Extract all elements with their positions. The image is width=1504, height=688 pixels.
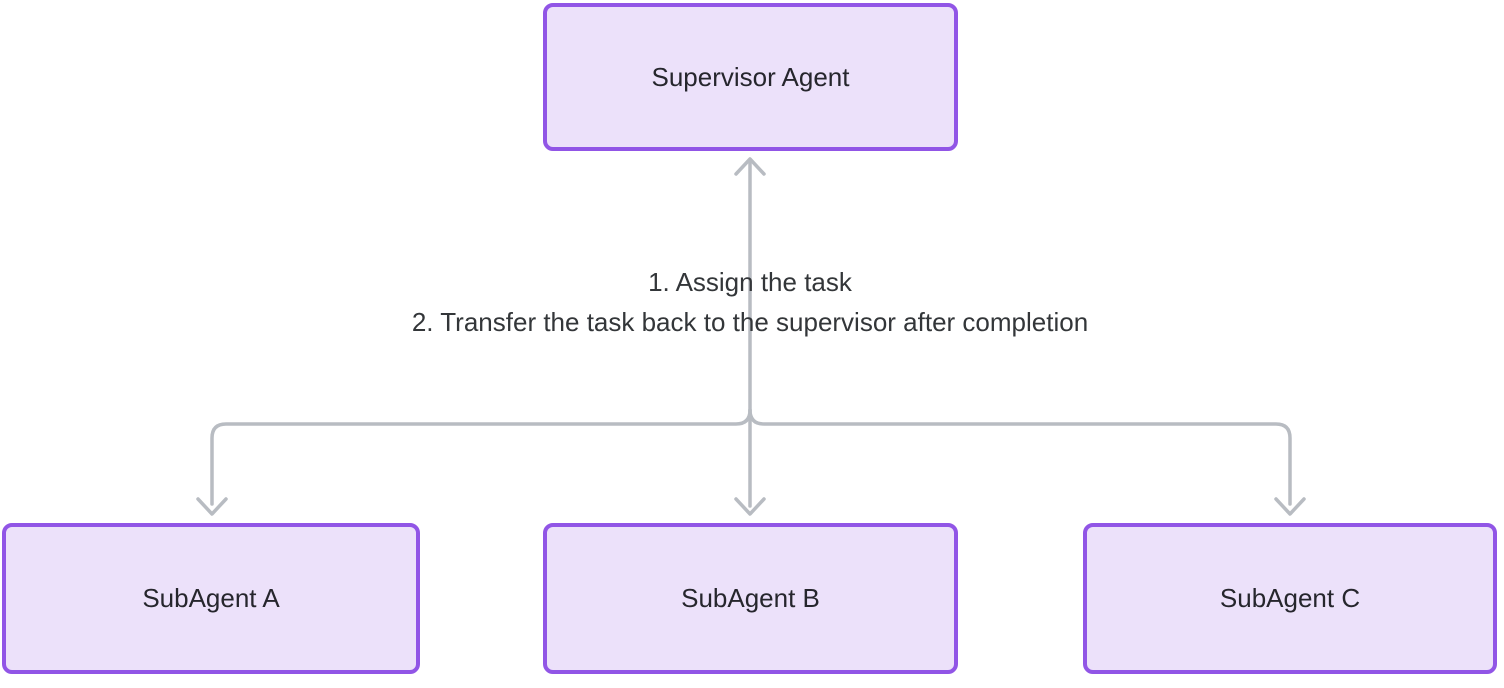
subagent-c-node: SubAgent C <box>1083 523 1497 674</box>
subagent-b-label: SubAgent B <box>681 583 820 613</box>
arrowhead-down-subagent-b <box>734 497 766 516</box>
supervisor-agent-label: Supervisor Agent <box>651 61 850 92</box>
edge-label-line-1: 1. Assign the task <box>648 267 852 297</box>
edge-label-line-2: 2. Transfer the task back to the supervi… <box>411 307 1089 337</box>
subagent-a-node: SubAgent A <box>2 523 420 674</box>
edge-supervisor-to-subagent-c <box>748 408 1292 506</box>
edge-supervisor-to-subagent-a <box>210 408 752 506</box>
subagent-b-node: SubAgent B <box>543 523 958 674</box>
subagent-a-label: SubAgent A <box>142 583 280 613</box>
subagent-c-label: SubAgent C <box>1219 583 1361 613</box>
arrowhead-down-subagent-c <box>1274 497 1306 516</box>
supervisor-agent-node: Supervisor Agent <box>543 3 958 151</box>
edge-label: 1. Assign the task 2. Transfer the task … <box>0 262 1500 342</box>
arrowhead-up-supervisor <box>734 157 766 176</box>
arrowhead-down-subagent-a <box>196 497 228 516</box>
